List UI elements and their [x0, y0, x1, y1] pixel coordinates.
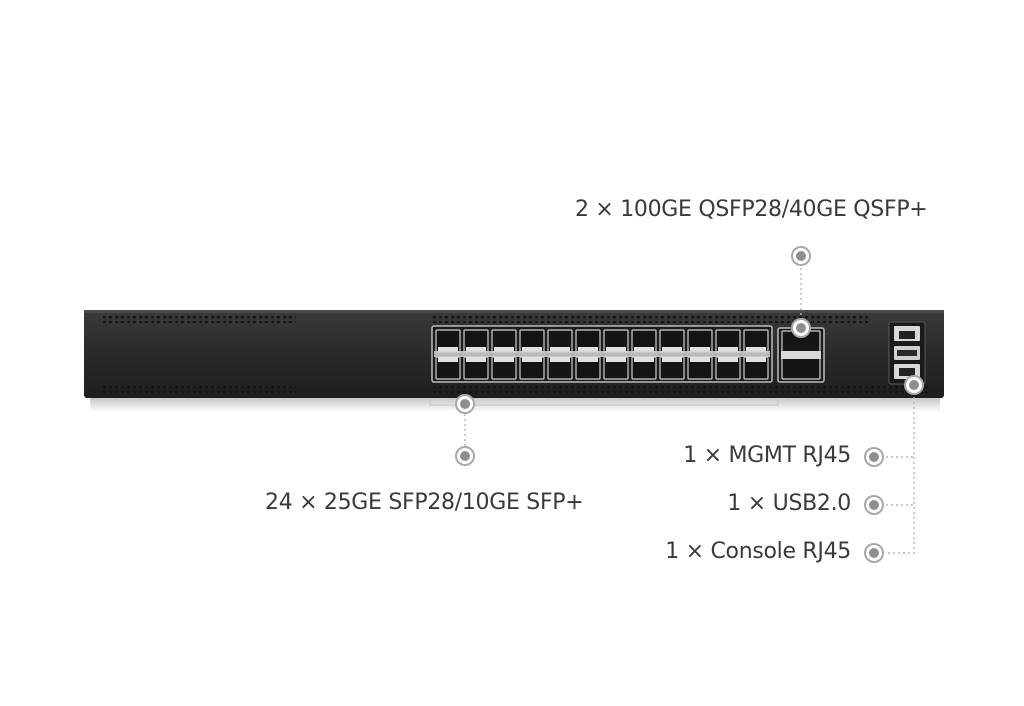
console-port-label: 1 × Console RJ45 [665, 539, 851, 564]
sfp-callout-marker [455, 446, 475, 466]
qsfp-port-marker [791, 318, 811, 338]
mgmt-group-marker [904, 375, 924, 395]
mgmt-callout-marker [864, 447, 884, 467]
sfp-bracket-line [429, 401, 779, 406]
sfp-port-block [431, 325, 773, 383]
vent-strip-top-ports [430, 314, 870, 323]
vent-strip-top-left [100, 314, 296, 323]
usb-port-label: 1 × USB2.0 [727, 491, 851, 516]
sfp-port-marker [455, 394, 475, 414]
mgmt-port-label: 1 × MGMT RJ45 [683, 443, 851, 468]
console-callout-marker [864, 543, 884, 563]
vent-strip-bottom-ports [430, 386, 930, 394]
qsfp-callout-marker [791, 246, 811, 266]
chassis-top-edge [84, 310, 944, 313]
sfp-port-label: 24 × 25GE SFP28/10GE SFP+ [265, 490, 584, 515]
vent-strip-bottom-left [100, 386, 296, 394]
console-leader-line [886, 392, 915, 554]
management-port-group [888, 321, 926, 385]
usb-callout-marker [864, 495, 884, 515]
qsfp-port [781, 356, 821, 380]
qsfp-port-label: 2 × 100GE QSFP28/40GE QSFP+ [575, 197, 928, 222]
chassis-shadow [90, 396, 940, 412]
